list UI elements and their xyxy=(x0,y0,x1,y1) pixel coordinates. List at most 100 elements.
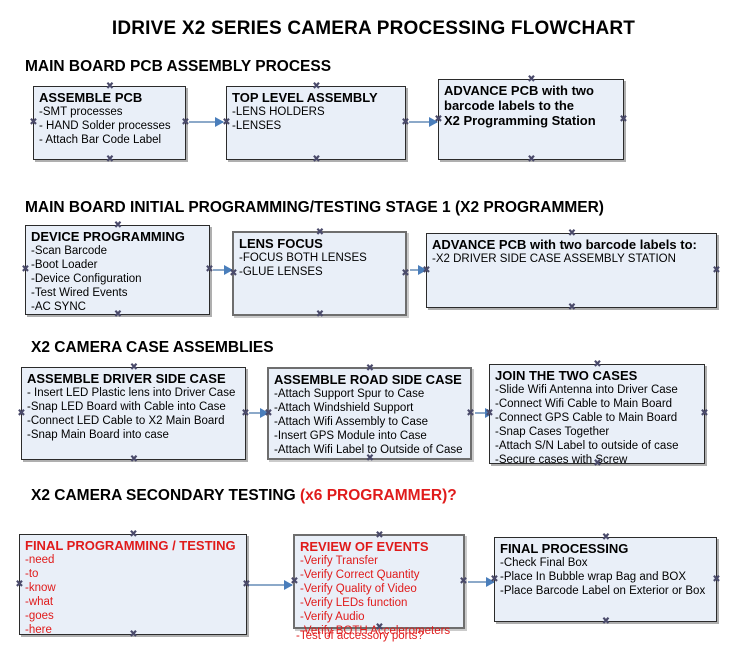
section-heading-x2-camera-secondary-testing: X2 CAMERA SECONDARY TESTING (x6 PROGRAMM… xyxy=(31,487,457,505)
connector-handle-bottom-icon[interactable]: ✖ xyxy=(105,154,115,165)
arrow-head-icon xyxy=(260,408,269,418)
connector-review-of-events-to-final-processing xyxy=(468,577,495,587)
connector-handle-right-icon[interactable]: ✖ xyxy=(619,113,628,125)
box-line: -GLUE LENSES xyxy=(239,266,323,278)
connector-handle-right-icon[interactable]: ✖ xyxy=(712,264,721,276)
section-heading-text: X2 CAMERA SECONDARY TESTING xyxy=(31,487,300,504)
box-line: -Attach Support Spur to Case xyxy=(274,388,425,400)
box-line: -Device Configuration xyxy=(31,273,142,285)
box-line: -LENS HOLDERS xyxy=(232,106,325,118)
connector-handle-left-icon[interactable]: ✖ xyxy=(21,264,30,275)
process-box-review-of-events[interactable]: REVIEW OF EVENTS -Verify Transfer -Verif… xyxy=(290,531,468,638)
box-line: -Connect LED Cable to X2 Main Board xyxy=(27,415,225,427)
box-line: -here xyxy=(25,624,52,636)
box-line: -Attach S/N Label to outside of case xyxy=(495,440,679,452)
box-line: -FOCUS BOTH LENSES xyxy=(239,252,367,264)
box-line: -SMT processes xyxy=(39,106,123,118)
box-line: -Verify Transfer xyxy=(300,555,378,567)
section-heading-text: X2 CAMERA CASE ASSEMBLIES xyxy=(31,339,274,356)
box-line: -goes xyxy=(25,610,54,622)
process-box-assemble-road-side-case[interactable]: ASSEMBLE ROAD SIDE CASE -Attach Support … xyxy=(264,364,475,464)
box-title: ASSEMBLE DRIVER SIDE CASE xyxy=(27,371,226,386)
connector-handle-left-icon[interactable]: ✖ xyxy=(17,407,26,419)
box-title: ADVANCE PCB with two barcode labels to: xyxy=(432,237,697,252)
box-title: REVIEW OF EVENTS xyxy=(300,539,429,554)
arrow-head-icon xyxy=(224,265,233,275)
box-line: -LENSES xyxy=(232,120,282,132)
box-title: TOP LEVEL ASSEMBLY xyxy=(232,90,378,105)
box-title-line3: X2 Programming Station xyxy=(444,113,596,128)
connector-handle-bottom-icon[interactable]: ✖ xyxy=(312,154,321,165)
box-line: -Place Barcode Label on Exterior or Box xyxy=(500,585,706,597)
review-of-events-overflow-line: -Test of accessory ports? xyxy=(296,630,424,642)
connector-handle-bottom-icon[interactable]: ✖ xyxy=(129,454,139,465)
box-line: -Verify BOTH Accelerometers xyxy=(300,625,451,637)
box-line: -Check Final Box xyxy=(500,557,588,569)
box-title: DEVICE PROGRAMMING xyxy=(31,229,185,244)
section-heading-main-board-pcb-assembly: MAIN BOARD PCB ASSEMBLY PROCESS xyxy=(25,58,331,76)
box-line: -Verify LEDs function xyxy=(300,597,408,609)
page-title: IDRIVE X2 SERIES CAMERA PROCESSING FLOWC… xyxy=(111,18,636,39)
box-line: -know xyxy=(25,582,56,594)
section-heading-main-board-initial-programming: MAIN BOARD INITIAL PROGRAMMING/TESTING S… xyxy=(25,199,604,217)
process-box-top-level-assembly[interactable]: TOP LEVEL ASSEMBLY -LENS HOLDERS -LENSES… xyxy=(222,82,409,165)
process-box-assemble-pcb[interactable]: ASSEMBLE PCB -SMT processes - HAND Solde… xyxy=(29,82,189,165)
box-line: -Connect Wifi Cable to Main Board xyxy=(495,398,673,410)
box-line: -Verify Audio xyxy=(300,611,365,623)
process-box-join-the-two-cases[interactable]: JOIN THE TWO CASES -Slide Wifi Antenna i… xyxy=(485,360,708,469)
section-heading-suffix: (x6 PROGRAMMER)? xyxy=(300,487,457,504)
section-heading-x2-camera-case-assemblies: X2 CAMERA CASE ASSEMBLIES xyxy=(31,339,274,357)
process-box-advance-pcb-driver-side-station[interactable]: ADVANCE PCB with two barcode labels to: … xyxy=(422,229,720,313)
connector-driver-case-to-road-case xyxy=(249,408,269,418)
box-line: - Insert LED Plastic lens into Driver Ca… xyxy=(27,387,236,399)
box-line: -need xyxy=(25,554,55,566)
connector-handle-bottom-icon[interactable]: ✖ xyxy=(567,302,577,313)
process-box-final-processing[interactable]: FINAL PROCESSING -Check Final Box -Place… xyxy=(490,533,720,627)
box-title: ASSEMBLE ROAD SIDE CASE xyxy=(274,372,462,387)
connector-final-programming-to-review-of-events xyxy=(249,580,293,590)
arrow-head-icon xyxy=(284,580,293,590)
connector-device-programming-to-lens-focus xyxy=(213,265,233,275)
process-box-assemble-driver-side-case[interactable]: ASSEMBLE DRIVER SIDE CASE - Insert LED P… xyxy=(17,363,249,465)
box-line: -to xyxy=(25,568,39,580)
box-line: -Snap Main Board into case xyxy=(27,429,169,441)
box-line: -Verify Quality of Video xyxy=(300,583,417,595)
box-line: -Slide Wifi Antenna into Driver Case xyxy=(495,384,678,396)
box-line: -Connect GPS Cable to Main Board xyxy=(495,412,678,424)
box-line: -X2 DRIVER SIDE CASE ASSEMBLY STATION xyxy=(432,253,676,265)
connector-handle-left-icon[interactable]: ✖ xyxy=(15,578,24,590)
process-box-lens-focus[interactable]: LENS FOCUS -FOCUS BOTH LENSES -GLUE LENS… xyxy=(229,228,410,320)
connector-handle-bottom-icon[interactable]: ✖ xyxy=(527,154,536,165)
box-line: -Attach Wifi Label to Outside of Case xyxy=(274,444,463,456)
box-line: -Place In Bubble wrap Bag and BOX xyxy=(500,571,687,583)
box-line: -Secure cases with Screw xyxy=(495,454,628,466)
connector-handle-bottom-icon[interactable]: ✖ xyxy=(315,309,325,320)
connector-lens-focus-to-advance-pcb xyxy=(410,265,427,275)
box-title-line2: barcode labels to the xyxy=(444,98,575,113)
box-line: -Snap Cases Together xyxy=(495,426,610,438)
connector-handle-right-icon[interactable]: ✖ xyxy=(459,575,468,587)
box-line: -Boot Loader xyxy=(31,259,98,271)
connector-handle-left-icon[interactable]: ✖ xyxy=(29,117,38,128)
box-line: -Snap LED Board with Cable into Case xyxy=(27,401,226,413)
connector-handle-right-icon[interactable]: ✖ xyxy=(712,573,721,585)
section-heading-text: MAIN BOARD INITIAL PROGRAMMING/TESTING S… xyxy=(25,199,604,216)
box-line: -Verify Correct Quantity xyxy=(300,569,420,581)
box-title: FINAL PROCESSING xyxy=(500,541,629,556)
box-title: ASSEMBLE PCB xyxy=(39,90,143,105)
box-line: -Scan Barcode xyxy=(31,245,108,257)
box-line: -AC SYNC xyxy=(31,301,86,313)
box-title: FINAL PROGRAMMING / TESTING xyxy=(25,538,236,553)
connector-handle-bottom-icon[interactable]: ✖ xyxy=(601,616,611,627)
box-line: -what xyxy=(25,596,54,608)
process-box-advance-pcb-programming-station[interactable]: ADVANCE PCB with two barcode labels to t… xyxy=(434,75,627,165)
arrow-head-icon xyxy=(418,265,427,275)
process-box-device-programming[interactable]: DEVICE PROGRAMMING -Scan Barcode -Boot L… xyxy=(21,221,213,320)
process-box-final-programming-testing[interactable]: FINAL PROGRAMMING / TESTING -need -to -k… xyxy=(15,530,250,640)
connector-handle-right-icon[interactable]: ✖ xyxy=(700,408,709,419)
connector-handle-right-icon[interactable]: ✖ xyxy=(401,267,410,279)
box-title: JOIN THE TWO CASES xyxy=(495,368,638,383)
connector-handle-right-icon[interactable]: ✖ xyxy=(466,407,475,419)
box-line: -Attach Wifi Assembly to Case xyxy=(274,416,429,428)
